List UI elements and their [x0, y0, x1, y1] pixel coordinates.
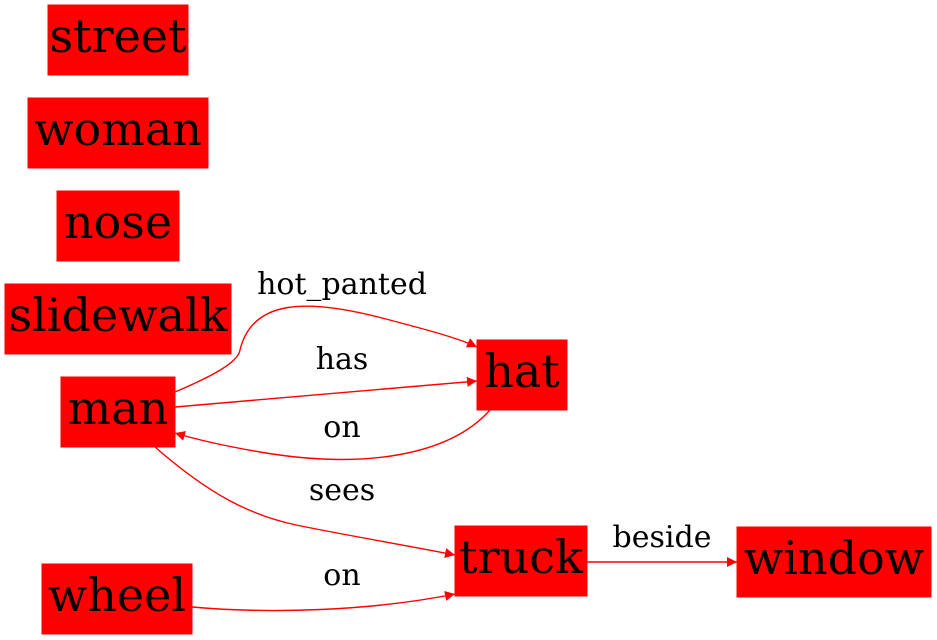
- node-label-truck: truck: [459, 530, 584, 584]
- edge-label-hot-panted: hot_panted: [257, 267, 427, 302]
- edge-hat-man-on: on: [174, 409, 491, 461]
- node-nose: nose: [56, 190, 180, 262]
- node-street: street: [47, 4, 189, 76]
- edge-wheel-truck-on: on: [191, 558, 456, 612]
- node-label-man: man: [68, 381, 169, 435]
- node-label-street: street: [49, 9, 187, 63]
- node-label-hat: hat: [484, 344, 560, 398]
- node-woman: woman: [27, 97, 209, 169]
- edge-label-has: has: [316, 342, 369, 377]
- edge-man-hat-hot-panted: hot_panted: [174, 267, 478, 393]
- node-label-wheel: wheel: [48, 568, 186, 622]
- node-label-nose: nose: [64, 195, 172, 249]
- edge-label-beside: beside: [613, 520, 712, 555]
- edge-truck-window-beside: beside: [587, 520, 737, 567]
- node-label-slidewalk: slidewalk: [8, 288, 228, 342]
- edge-man-truck-sees: sees: [154, 446, 456, 558]
- node-label-window: window: [744, 531, 924, 585]
- node-window: window: [736, 526, 932, 598]
- edge-label-sees: sees: [309, 473, 375, 508]
- edge-label-on-hat-man: on: [323, 410, 360, 445]
- node-wheel: wheel: [41, 563, 193, 635]
- node-man: man: [60, 376, 176, 448]
- node-slidewalk: slidewalk: [4, 283, 232, 355]
- node-hat: hat: [476, 339, 568, 411]
- node-truck: truck: [454, 525, 588, 597]
- edge-label-on-wheel-truck: on: [323, 558, 360, 593]
- edge-man-hat-has: has: [174, 342, 478, 408]
- node-label-woman: woman: [34, 102, 202, 156]
